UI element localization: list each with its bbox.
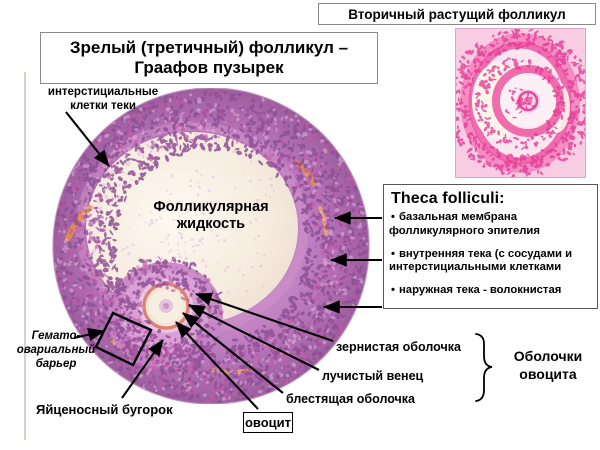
secondary-follicle-drawing [456,29,585,177]
oocyte-shells-brace [475,333,493,402]
label-oocyte-shells: Оболочки овоцита [500,348,596,383]
main-title-line-2: Граафов пузырек [134,58,284,78]
label-barrier-line-3: барьер [35,357,77,370]
bullet-icon: • [391,284,395,297]
theca-item-2-line1: внутренняя тека (с сосудами и [398,247,573,260]
label-corona-radiata: лучистый венец [322,369,424,383]
theca-heading: Theca folliculi: [391,190,505,207]
bullet-icon: • [391,247,395,260]
theca-item-1-line2: фолликулярного эпителия [389,224,540,237]
label-follicular-fluid: Фолликулярная жидкость [142,199,280,234]
label-zona-pellucida: блестящая оболочка [286,392,416,406]
label-interstitial-line-1: интерстициальные [47,86,159,98]
label-cumulus-oophorus: Яйценосный бугорок [36,402,173,417]
theca-item-1: •базальная мембрана фолликулярного эпите… [389,211,593,239]
bullet-icon: • [391,211,395,223]
theca-item-3-line1: наружная тека - волокнистая [398,284,562,297]
main-title-line-1: Зрелый (третичный) фолликул – [69,38,349,57]
label-fluid-line-2: жидкость [176,216,246,233]
label-oocyte-boxed: овоцит [243,412,293,433]
secondary-follicle-title: Вторичный растущий фолликул [318,3,596,25]
label-fluid-line-1: Фолликулярная [153,199,269,215]
inset-micrograph [455,28,586,178]
label-interstitial-line-2: клетки теки [70,99,136,112]
label-hemato-ovarian-barrier: Гемато- овариальный барьер [4,330,108,371]
theca-item-3: •наружная тека - волокнистая [389,284,593,298]
label-granulosa-layer: зернистая оболочка [336,340,461,354]
label-shells-line-1: Оболочки [513,348,583,364]
theca-item-1-line1: базальная мембрана [398,211,518,223]
theca-item-2-line2: интерстициальными клетками [389,261,562,274]
label-barrier-line-1: Гемато- [31,330,81,342]
theca-item-2: •внутренняя тека (с сосудами и интерстиц… [389,248,593,276]
main-title: Зрелый (третичный) фолликул – Граафов пу… [40,32,378,84]
label-barrier-line-2: овариальный [16,343,96,356]
theca-folliculi-box: Theca folliculi: •базальная мембрана фол… [383,184,598,309]
label-shells-line-2: овоцита [519,365,577,382]
label-interstitial-theca-cells: интерстициальные клетки теки [28,86,178,113]
